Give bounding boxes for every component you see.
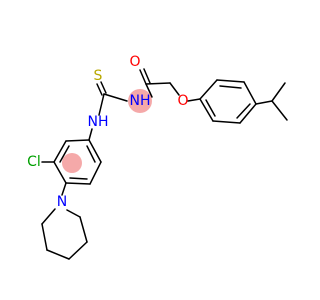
ring2-b5 xyxy=(212,120,241,124)
ring2-db3 xyxy=(205,99,216,117)
aryl-iprop-bond xyxy=(255,100,273,105)
pip-b3 xyxy=(46,249,70,260)
ring1-db3 xyxy=(86,145,96,163)
c-nh-bond xyxy=(103,93,128,102)
cs-bond-b xyxy=(96,83,103,96)
iprop-me1 xyxy=(271,100,288,121)
nh-aryl-bond xyxy=(88,128,93,141)
thiourea-nh-label: NH xyxy=(88,114,109,130)
o-aryl-bond xyxy=(187,98,201,102)
cs-bond-a xyxy=(100,81,107,94)
c-n-bond xyxy=(61,182,67,196)
c-nh2-bond xyxy=(98,93,105,116)
pip-b1 xyxy=(41,208,56,225)
ring1-b4 xyxy=(65,182,91,185)
pip-b4 xyxy=(68,241,88,260)
ether-oxygen-label: O xyxy=(177,93,188,109)
ring1-b2 xyxy=(53,140,67,163)
amide-nh-highlight xyxy=(128,89,152,113)
c-ch2-bond xyxy=(145,82,171,85)
ring2-db2 xyxy=(236,103,251,119)
iprop-me2 xyxy=(271,82,286,102)
ring2-b2 xyxy=(216,79,245,83)
ring2-b4 xyxy=(239,103,257,124)
ring2-b1 xyxy=(199,79,218,100)
amide-nh-label: NH xyxy=(130,93,151,109)
pip-b6 xyxy=(66,209,81,218)
molecule-structure: S NH O O NH Cl N xyxy=(27,54,288,260)
ring1-b6 xyxy=(88,139,102,163)
ring1-b3 xyxy=(53,161,67,184)
nh-co-bond xyxy=(145,83,153,98)
ring1-b1 xyxy=(65,139,90,142)
co-bond-b xyxy=(143,68,151,84)
ring2-b3 xyxy=(243,81,257,105)
chlorine-label: Cl xyxy=(27,154,41,170)
molecule-canvas: S NH O O NH Cl N xyxy=(27,54,288,260)
ring2-b6 xyxy=(199,98,214,122)
chlorine-carbon-highlight xyxy=(62,153,82,173)
carbonyl-oxygen-label: O xyxy=(129,54,140,70)
sulfur-label: S xyxy=(94,68,103,84)
piperidine-nitrogen-label: N xyxy=(57,194,67,210)
pip-b2 xyxy=(41,223,48,251)
ring1-db2 xyxy=(69,177,88,180)
ring1-db1 xyxy=(59,145,70,163)
ch2-o-bond xyxy=(169,82,180,96)
ring2-db1 xyxy=(219,85,242,89)
ring1-b5 xyxy=(89,161,102,185)
pip-b5 xyxy=(79,216,88,243)
co-bond-a xyxy=(139,69,147,85)
